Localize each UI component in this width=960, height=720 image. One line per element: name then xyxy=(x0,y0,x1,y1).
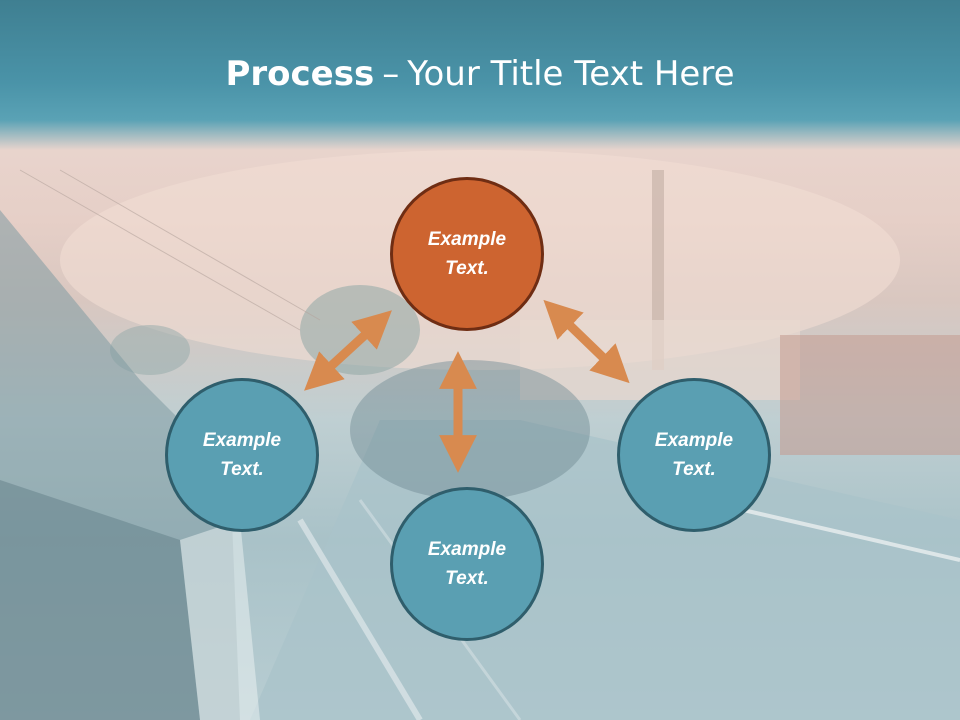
node-right: Example Text. xyxy=(617,378,771,532)
node-left: Example Text. xyxy=(165,378,319,532)
node-bottom-text: Example Text. xyxy=(427,539,507,589)
title-dash: – xyxy=(382,54,400,94)
node-top: Example Text. xyxy=(390,177,544,331)
slide-title: Process–Your Title Text Here xyxy=(0,52,960,96)
title-rest: Your Title Text Here xyxy=(407,54,735,94)
header-band xyxy=(0,0,960,150)
node-left-text: Example Text. xyxy=(202,430,282,480)
node-bottom: Example Text. xyxy=(390,487,544,641)
node-right-text: Example Text. xyxy=(654,430,734,480)
double-arrow-top-right xyxy=(543,299,630,384)
node-top-text: Example Text. xyxy=(427,229,507,279)
double-arrow-top-left xyxy=(304,310,392,391)
title-bold: Process xyxy=(225,54,375,94)
